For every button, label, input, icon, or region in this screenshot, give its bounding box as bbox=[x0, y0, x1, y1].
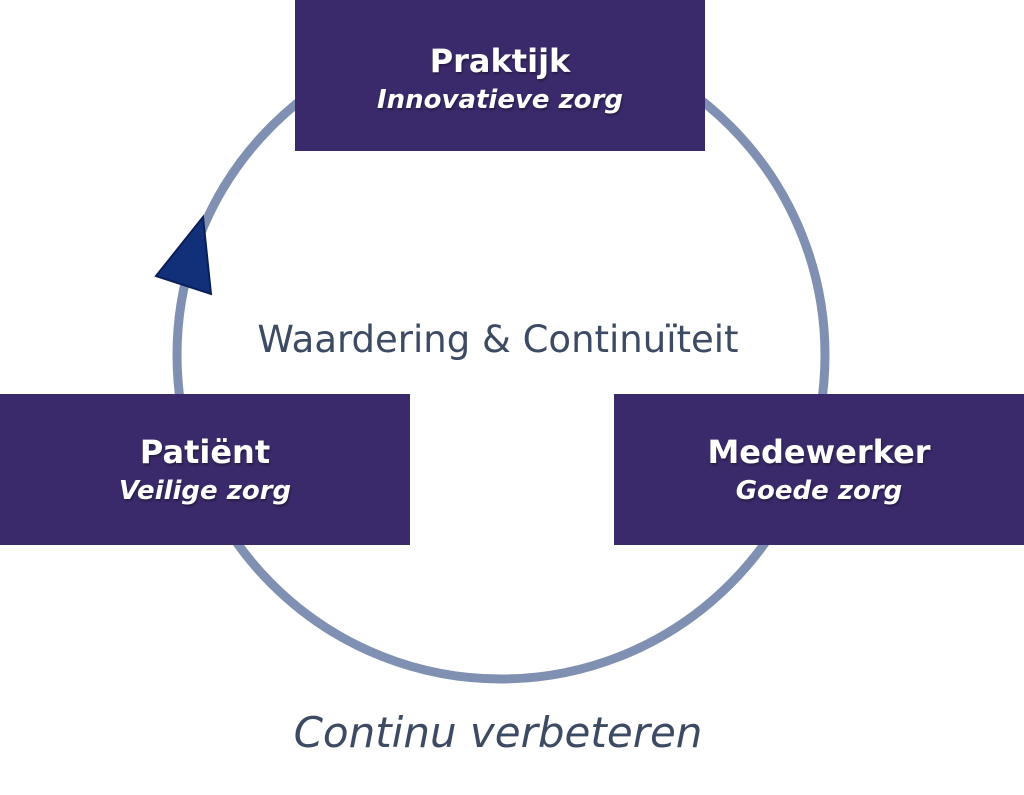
cycle-arrow-icon bbox=[154, 214, 213, 296]
node-patient-subtitle: Veilige zorg bbox=[118, 475, 292, 506]
node-medewerker-subtitle: Goede zorg bbox=[735, 475, 903, 506]
node-medewerker-title: Medewerker bbox=[707, 432, 931, 471]
node-patient-title: Patiënt bbox=[139, 432, 271, 471]
center-label: Waardering & Continuïteit bbox=[257, 318, 739, 361]
node-patient: Patiënt Veilige zorg bbox=[0, 394, 410, 545]
node-medewerker: Medewerker Goede zorg bbox=[614, 394, 1024, 545]
bottom-label: Continu verbeteren bbox=[293, 708, 703, 757]
node-praktijk-subtitle: Innovatieve zorg bbox=[376, 84, 624, 115]
node-praktijk: Praktijk Innovatieve zorg bbox=[295, 0, 705, 151]
node-praktijk-title: Praktijk bbox=[429, 41, 571, 80]
